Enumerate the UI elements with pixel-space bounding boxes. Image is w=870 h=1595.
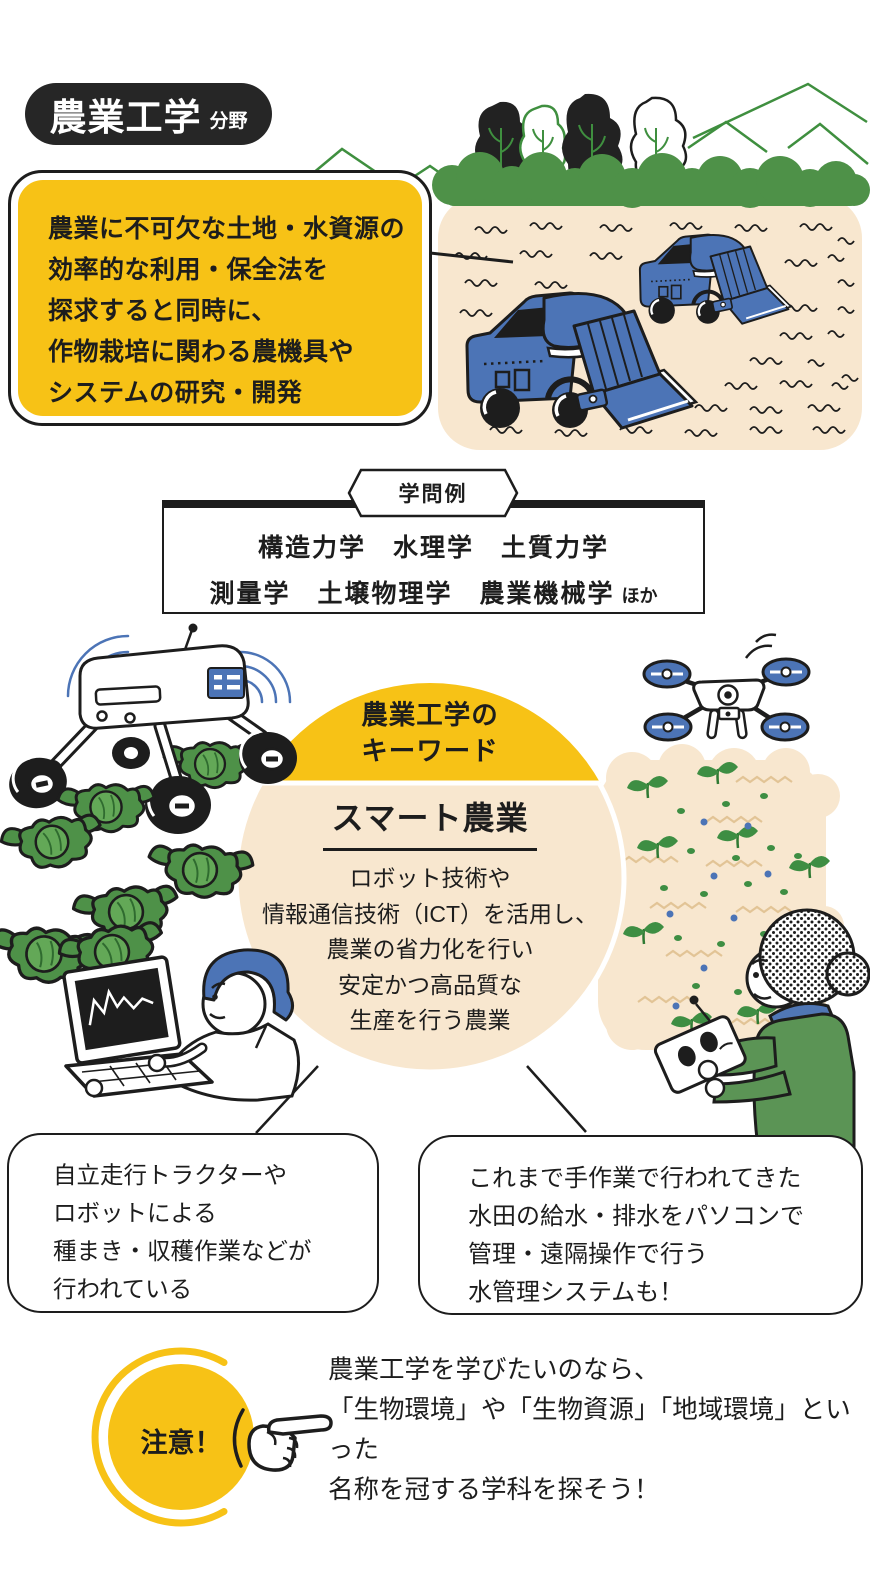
caution-label: 注意！	[140, 1428, 222, 1458]
caution-line: 「生物環境」や「生物資源」「地域環境」といった	[328, 1396, 851, 1464]
caution-text: 農業工学を学びたいのなら、 「生物環境」や「生物資源」「地域環境」といった 名称…	[328, 1350, 868, 1510]
academic-row-note: ほか	[621, 586, 658, 606]
keyword-desc-line: ロボット技術や	[349, 865, 511, 891]
right-note-line: 管理・遠隔操作で行う	[468, 1241, 708, 1268]
scientist-laptop-illustration	[62, 948, 300, 1102]
keyword-desc-line: 安定かつ高品質な	[338, 971, 522, 998]
right-illustration	[592, 633, 870, 1174]
caution-badge	[91, 1347, 254, 1527]
left-note-line: ロボットによる	[53, 1200, 217, 1226]
wifi-signal-icon	[66, 634, 292, 704]
right-note-line: 水管理システムも！	[468, 1279, 684, 1306]
right-note-line: 水田の給水・排水をパソコンで	[468, 1203, 804, 1230]
keyword-term: スマート農業	[280, 793, 580, 851]
robot-panel-icon	[207, 667, 245, 699]
keyword-heading-line: 農業工学の	[361, 700, 499, 730]
right-note-line: これまで手作業で行われてきた	[468, 1165, 802, 1192]
intro-line: 農業に不可欠な土地・水資源の	[48, 215, 406, 243]
left-note-line: 行われている	[53, 1276, 193, 1302]
intro-speech-bubble-fill: 農業に不可欠な土地・水資源の 効率的な利用・保全法を 探求すると同時に、 作物栽…	[18, 180, 422, 416]
intro-line: 探求すると同時に、	[48, 297, 277, 325]
field-title: 農業工学	[49, 97, 202, 138]
farmer-with-remote-illustration	[653, 908, 870, 1174]
keyword-heading-line: キーワード	[361, 736, 499, 766]
field-title-suffix: 分野	[209, 110, 248, 132]
intro-line: 効率的な利用・保全法を	[48, 256, 329, 284]
keyword-desc-line: 情報通信技術（ICT）を活用し、	[261, 900, 599, 927]
keyword-desc-line: 農業の省力化を行い	[326, 936, 534, 962]
intro-bubble-tail	[429, 251, 514, 264]
hexagon-ribbon-icon	[347, 468, 519, 518]
robot-wheel-icon	[9, 730, 297, 834]
keyword-circle-heading: 農業工学の キーワード	[330, 697, 530, 769]
robot-rover-illustration	[0, 623, 297, 989]
caution-line: 名称を冠する学科を探そう！	[328, 1476, 660, 1504]
intro-line: システムの研究・開発	[48, 379, 303, 407]
left-note-line: 自立走行トラクターや	[53, 1162, 288, 1188]
intro-line: 作物栽培に関わる農機具や	[48, 338, 355, 366]
pointing-hand-icon	[232, 1408, 333, 1472]
academic-row: 測量学 土壌物理学 農業機械学 ほか	[209, 574, 657, 610]
academic-examples-label-text: 学問例	[398, 483, 468, 506]
keyword-term-text: スマート農業	[323, 793, 537, 851]
caution-line: 農業工学を学びたいのなら、	[328, 1356, 660, 1384]
intro-speech-bubble: 農業に不可欠な土地・水資源の 効率的な利用・保全法を 探求すると同時に、 作物栽…	[8, 170, 432, 426]
academic-row-text: 測量学 土壌物理学 農業機械学	[209, 580, 615, 608]
drone-icon	[642, 633, 811, 742]
laptop-icon	[62, 955, 214, 1098]
keyword-circle	[233, 681, 627, 1075]
left-note-bubble: 自立走行トラクターや ロボットによる 種まき・収穫作業などが 行われている	[7, 1133, 379, 1313]
keyword-description: ロボット技術や 情報通信技術（ICT）を活用し、 農業の省力化を行い 安定かつ高…	[255, 861, 605, 1039]
field-title-badge: 農業工学 分野	[25, 83, 272, 145]
left-note-line: 種まき・収穫作業などが	[53, 1238, 312, 1264]
academic-row: 構造力学 水理学 土質力学	[257, 534, 609, 562]
bush-icon	[432, 152, 870, 208]
keyword-desc-line: 生産を行う農業	[349, 1007, 511, 1033]
farm-scene-illustration	[287, 82, 870, 450]
academic-examples-label: 学問例	[347, 468, 519, 518]
right-note-bubble: これまで手作業で行われてきた 水田の給水・排水をパソコンで 管理・遠隔操作で行う…	[418, 1135, 863, 1315]
bubble-tail-lines	[255, 1065, 587, 1134]
